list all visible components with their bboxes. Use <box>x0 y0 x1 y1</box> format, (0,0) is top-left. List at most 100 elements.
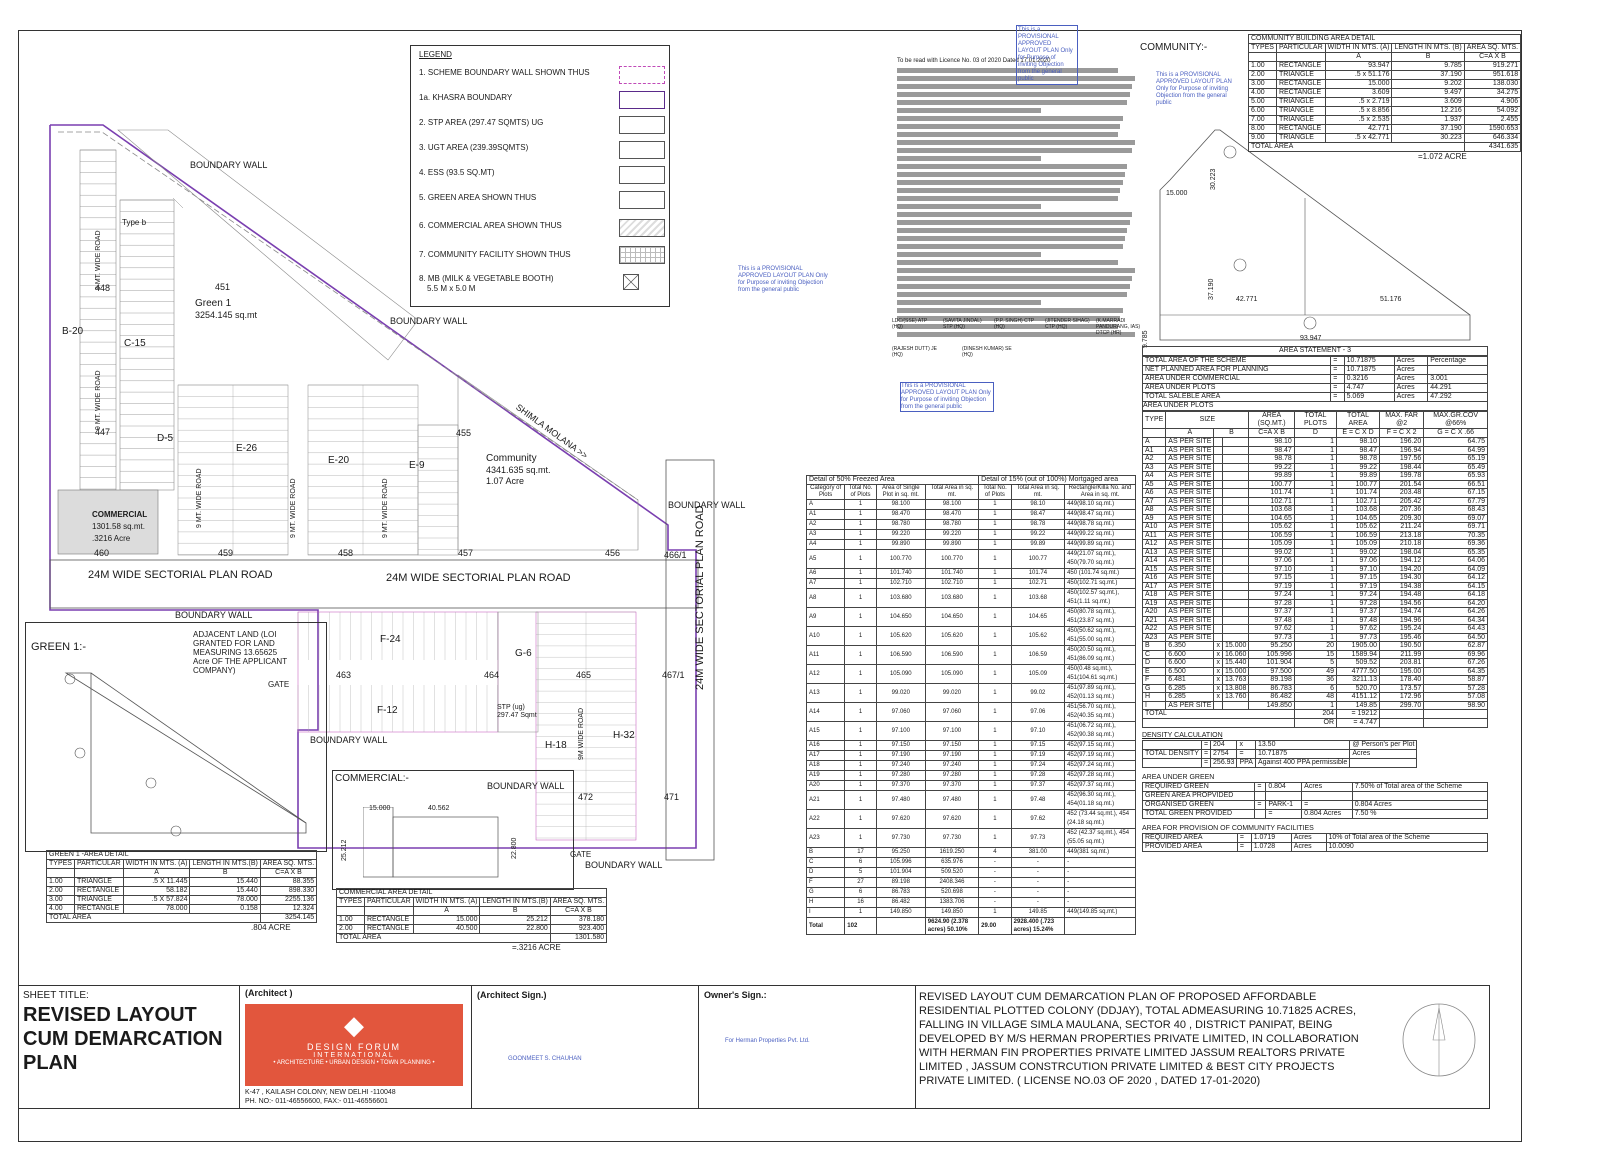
green-cell: = <box>1265 809 1303 819</box>
freezed-cell: 451(56.70 sq.mt.), 452(40.35 sq.mt.) <box>1064 702 1136 722</box>
signatory: (JITENDER SIHAG) CTP (HQ) <box>1045 318 1090 330</box>
freezed-cell: 449(98.78 sq.mt.) <box>1064 519 1136 530</box>
freezed-cell: 97.240 <box>924 760 980 771</box>
freezed-cell: 1 <box>978 809 1012 829</box>
freezed-cell: 99.220 <box>924 529 980 540</box>
freezed-cell: 1 <box>978 645 1012 665</box>
khasra-463: 463 <box>336 670 352 680</box>
community-cell: RECTANGLE <box>1275 79 1326 89</box>
freezed-cell: 1 <box>844 588 877 608</box>
plots-cell: 68.43 <box>1423 505 1488 515</box>
plots-cell: 105.996 <box>1248 649 1295 659</box>
plots-cell: 173.57 <box>1378 683 1425 693</box>
plots-cell: 69.96 <box>1423 649 1488 659</box>
plots-cell <box>1221 522 1250 532</box>
area-summary-cell: = <box>1330 392 1345 402</box>
road-9m-e: 9 MT. WIDE ROAD <box>382 478 389 538</box>
khasra-472: 472 <box>578 792 594 802</box>
commercial-cell: 15.000 <box>412 915 481 925</box>
plots-cell: 20 <box>1293 641 1338 651</box>
density-cell: TOTAL DENSITY <box>1142 749 1202 759</box>
density-cell <box>1142 740 1202 750</box>
green-cell: 7.50 % <box>1351 809 1489 819</box>
provisional-stamp-2: This is a PROVISIONAL APPROVED LAYOUT PL… <box>738 266 828 293</box>
freezed-cell: 97.480 <box>875 790 926 810</box>
commercial-cell: 25.212 <box>479 915 551 925</box>
freezed-cell: 450(102.57 sq.mt.), 451(1.11 sq.mt.) <box>1064 588 1136 608</box>
freezed-cell: 1 <box>844 721 877 741</box>
freezed-cell: 98.470 <box>875 509 926 520</box>
plots-cell: 64.35 <box>1423 666 1488 676</box>
freezed-cell: A16 <box>805 740 846 751</box>
freezed-cell: - <box>1064 897 1136 908</box>
plots-cell: 65.49 <box>1423 462 1488 472</box>
plots-cell: 194.74 <box>1378 607 1425 617</box>
freezed-cell: 100.770 <box>875 549 926 569</box>
area-summary-cell: Acres <box>1393 374 1429 384</box>
community-cell: 9.497 <box>1391 88 1465 98</box>
community-cell: 12.216 <box>1391 106 1465 116</box>
freezed-cell: 105.09 <box>1010 664 1066 684</box>
plots-cell <box>1213 581 1223 591</box>
freezed-cell: 98.47 <box>1010 509 1066 520</box>
legend-swatch-boundary <box>619 66 665 84</box>
green1-table-wrap: GREEN 1 -AREA DETAIL TYPES PARTICULAR WI… <box>45 850 318 932</box>
green-cell: REQUIRED GREEN <box>1141 782 1256 792</box>
plots-cell: A7 <box>1141 496 1167 506</box>
green1-cell: .5 X 11.445 <box>122 877 191 887</box>
plots-cell: AS PER SITE <box>1165 581 1215 591</box>
plots-cell: A23 <box>1141 632 1167 642</box>
plots-cell: A1 <box>1141 445 1167 455</box>
diagonal-plot-strip <box>117 129 419 361</box>
freezed-cell: - <box>1064 877 1136 888</box>
plots-cell: 1 <box>1293 590 1338 600</box>
plots-cell: 106.59 <box>1248 530 1295 540</box>
plots-cell: AS PER SITE <box>1165 530 1215 540</box>
plots-cell: 98.10 <box>1336 437 1380 447</box>
area-summary-cell: Acres <box>1393 356 1429 366</box>
freezed-table-wrap: Detail of 50% Freezed Area Detail of 15%… <box>805 475 1136 935</box>
community-cell: 34.275 <box>1463 88 1522 98</box>
plots-cell: 194.96 <box>1378 615 1425 625</box>
community-facility-cell: = <box>1236 842 1252 852</box>
plots-cell: A21 <box>1141 615 1167 625</box>
freezed-cell: 95.250 <box>875 847 926 858</box>
road-24m-horizontal <box>49 559 699 609</box>
plots-cell: 5 <box>1293 658 1338 668</box>
area-summary-cell: AREA UNDER COMMERCIAL <box>1141 374 1332 384</box>
freezed-title: Detail of 50% Freezed Area <box>805 475 980 485</box>
green1-heading: GREEN 1:- <box>31 641 87 653</box>
plots-cell: 69.36 <box>1423 539 1488 549</box>
plots-cell: 178.40 <box>1378 675 1425 685</box>
density-cell: PPA <box>1236 758 1256 768</box>
freezed-cell: 451(97.89 sq.mt.), 452(01.13 sq.mt.) <box>1064 683 1136 703</box>
community-khasra: 455 <box>456 428 472 438</box>
note-text-line <box>897 212 1133 217</box>
plots-cell <box>1213 564 1223 574</box>
plots-cell: 69.71 <box>1423 522 1488 532</box>
green1-area: 3254.145 sq.mt <box>195 310 258 320</box>
boundary-wall-label-6: BOUNDARY WALL <box>585 860 663 870</box>
plots-cell: 198.44 <box>1378 462 1425 472</box>
legend-swatch-commercial <box>619 219 665 237</box>
freezed-cell: 1 <box>844 907 877 918</box>
plots-total-label: TOTAL <box>1142 709 1295 719</box>
road-24m-vertical <box>665 459 715 861</box>
community-cell: 5.00 <box>1248 97 1277 107</box>
freezed-cell: 105.620 <box>875 626 926 646</box>
g1-f-c: C=A X B <box>259 868 318 878</box>
plots-cell: 97.28 <box>1336 598 1380 608</box>
area-summary-cell: TOTAL AREA OF THE SCHEME <box>1141 356 1332 366</box>
plots-cell: 196.20 <box>1378 437 1425 447</box>
area-summary-cell: Acres <box>1393 392 1429 402</box>
